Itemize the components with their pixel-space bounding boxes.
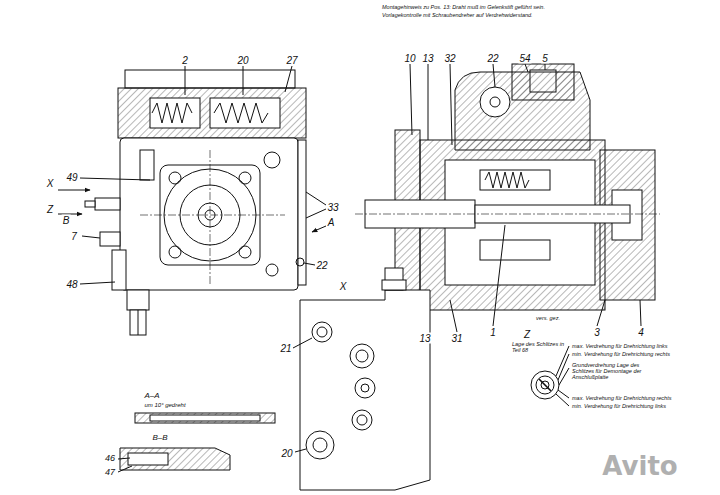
- section-letter: A: [327, 217, 336, 228]
- z-note: min. Verdrehung für Drehrichtung links: [572, 403, 712, 409]
- callout-number: 54: [518, 53, 531, 64]
- callout-number: 1: [489, 327, 497, 338]
- view-letter: X: [339, 281, 348, 292]
- callout-number: 3: [593, 327, 601, 338]
- detail-sections: [118, 413, 275, 472]
- callout-number: 20: [280, 448, 293, 459]
- callout-number: 22: [486, 53, 499, 64]
- callout-number: 49: [65, 172, 78, 183]
- assembly-note: Vorlagekontrolle mit Schraubendreher auf…: [382, 12, 612, 18]
- callout-number: 13: [421, 53, 434, 64]
- callout-number: 48: [65, 279, 78, 290]
- callout-number: 10: [403, 53, 416, 64]
- z-note: Lage des Schlitzes in Teil 68: [512, 341, 564, 353]
- assembly-note: Montagehinweis zu Pos. 13: Draht muß im …: [382, 4, 612, 10]
- callout-number: 33: [326, 202, 339, 213]
- callout-number: 32: [443, 53, 456, 64]
- drawing-note: vers. gez.: [536, 315, 560, 321]
- z-note: max. Verdrehung für Drehrichtung rechts: [572, 395, 712, 401]
- view-letter: X: [46, 178, 55, 189]
- z-note: min. Verdrehung für Drehrichtung rechts: [572, 351, 712, 357]
- callout-number: 20: [236, 55, 249, 66]
- callout-number: 4: [637, 327, 645, 338]
- section-note: um 10° gedreht: [144, 402, 185, 409]
- z-note: Grundverdrehung Lage des Schlitzes für D…: [572, 362, 662, 380]
- section-title: B–B: [151, 434, 168, 443]
- callout-number: 46: [104, 454, 116, 464]
- callout-number: 13: [418, 333, 431, 344]
- view-z: [531, 346, 569, 406]
- callout-number: 31: [450, 333, 463, 344]
- watermark: Avito: [602, 452, 677, 481]
- callout-number: 21: [279, 343, 292, 354]
- callout-number: 5: [541, 53, 549, 64]
- z-note: max. Verdrehung für Drehrichtung links: [572, 343, 712, 349]
- callout-number: 22: [315, 260, 328, 271]
- front-view: [58, 66, 326, 335]
- callout-number: 27: [285, 55, 298, 66]
- callout-number: 47: [104, 468, 116, 478]
- view-x: [293, 268, 430, 490]
- view-letter: Z: [46, 204, 54, 215]
- callout-number: 7: [70, 231, 78, 242]
- view-letter: B: [62, 215, 71, 226]
- view-letter: Z: [523, 329, 531, 340]
- callout-number: 2: [181, 55, 189, 66]
- section-title: A–A: [143, 392, 160, 401]
